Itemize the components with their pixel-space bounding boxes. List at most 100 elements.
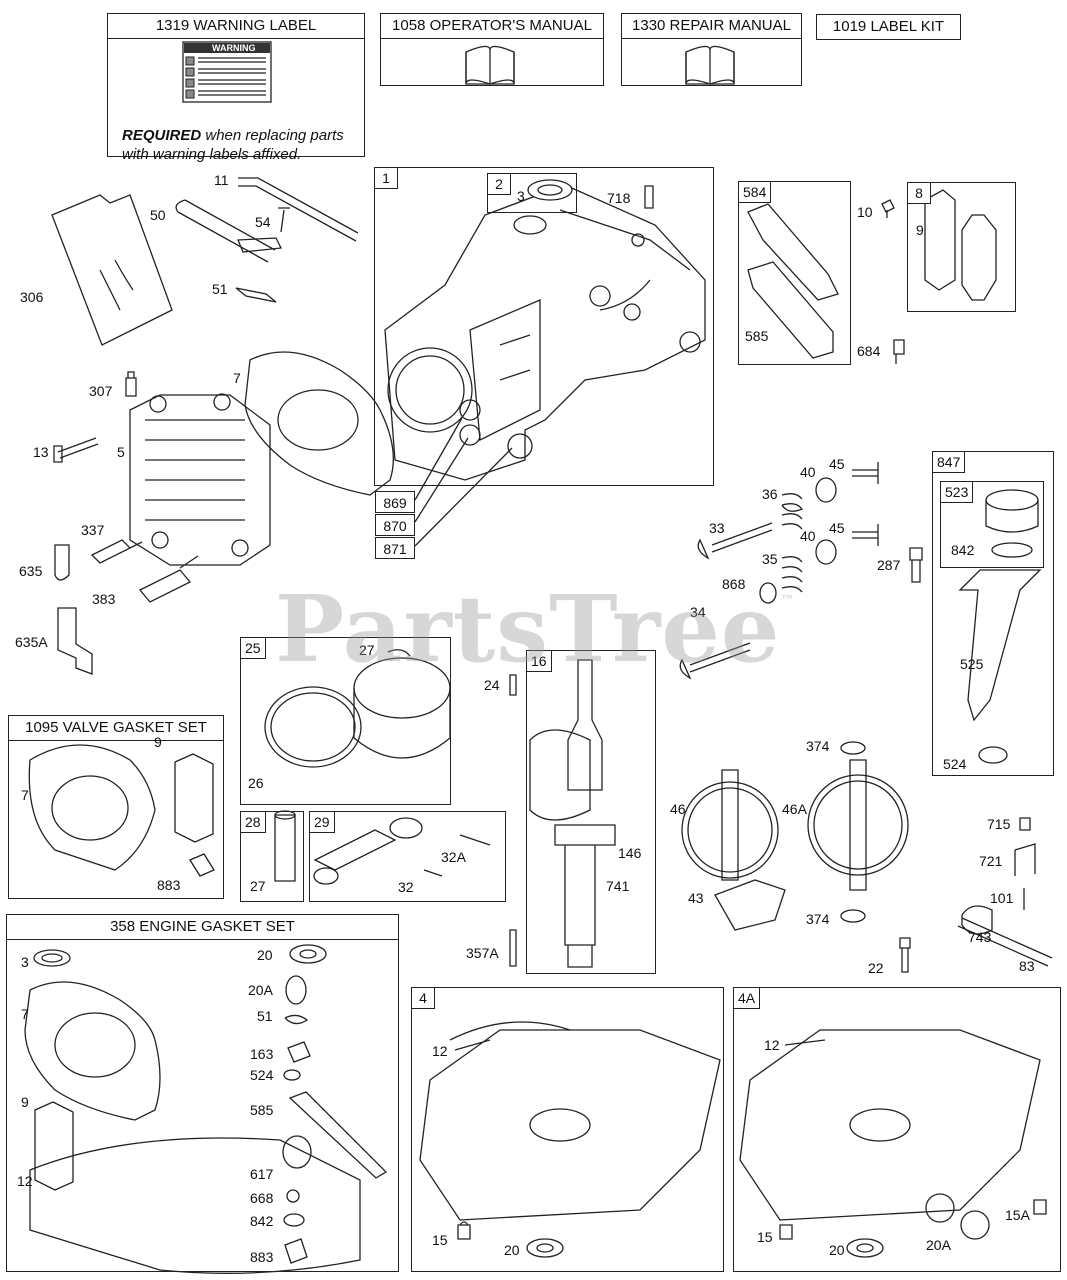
- part-label-13: 13: [33, 444, 49, 460]
- sump4a-label-20a: 20A: [926, 1237, 951, 1253]
- part-label-46a: 46A: [782, 801, 807, 817]
- part-label-9-valve-set: 9: [154, 734, 162, 750]
- sump4-label-15: 15: [432, 1232, 448, 1248]
- warning-required-note: REQUIRED when replacing parts with warni…: [122, 126, 362, 164]
- part-label-33: 33: [709, 520, 725, 536]
- crankshaft-16-tag: 16: [526, 650, 552, 672]
- sump-4a-box: 4A: [733, 987, 1061, 1272]
- part-label-715: 715: [987, 816, 1011, 832]
- part-label-46: 46: [670, 801, 686, 817]
- part-label-383: 383: [92, 591, 116, 607]
- warning-sticker-image: [182, 41, 272, 103]
- part-label-101: 101: [990, 890, 1014, 906]
- sump-4-tag: 4: [411, 987, 435, 1009]
- part-label-306: 306: [20, 289, 44, 305]
- egs-label-585: 585: [250, 1102, 274, 1118]
- piston-25-tag: 25: [240, 637, 266, 659]
- egs-label-524: 524: [250, 1067, 274, 1083]
- egs-label-617: 617: [250, 1166, 274, 1182]
- egs-label-7: 7: [21, 1006, 29, 1022]
- part-label-718: 718: [607, 190, 631, 206]
- rod-29-tag: 29: [309, 811, 335, 833]
- manual-book-icon: [465, 45, 515, 85]
- parts-tree-watermark: PartsTree™: [275, 575, 795, 683]
- repair-manual-title: 1330 REPAIR MANUAL: [622, 14, 801, 39]
- repair-manual-box: 1330 REPAIR MANUAL: [621, 13, 802, 86]
- part-label-721: 721: [979, 853, 1003, 869]
- part-label-45-lower: 45: [829, 520, 845, 536]
- part-label-525: 525: [960, 656, 984, 672]
- valve-gasket-set-box: 1095 VALVE GASKET SET: [8, 715, 224, 899]
- part-label-50: 50: [150, 207, 166, 223]
- part-label-3-seal: 3: [517, 188, 525, 204]
- part-label-11: 11: [214, 172, 229, 188]
- part-label-40-lower: 40: [800, 528, 816, 544]
- breather-8-tag: 8: [907, 182, 931, 204]
- label-kit-title: 1019 LABEL KIT: [832, 18, 945, 35]
- dipstick-847-tag: 847: [932, 451, 966, 473]
- part-label-524-dipstick: 524: [943, 756, 967, 772]
- callout-869: 869: [375, 491, 415, 513]
- operator-manual-box: 1058 OPERATOR'S MANUAL: [380, 13, 604, 86]
- part-label-337: 337: [81, 522, 105, 538]
- part-label-51: 51: [212, 281, 228, 297]
- manual-book-icon: [685, 45, 735, 85]
- watermark-text: PartsTree: [275, 575, 781, 683]
- egs-label-3: 3: [21, 954, 29, 970]
- egs-label-20: 20: [257, 947, 273, 963]
- part-label-374-upper: 374: [806, 738, 830, 754]
- egs-label-842: 842: [250, 1213, 274, 1229]
- operator-manual-title: 1058 OPERATOR'S MANUAL: [381, 14, 603, 39]
- part-label-684: 684: [857, 343, 881, 359]
- part-label-24: 24: [484, 677, 500, 693]
- gasket-584-box: 584: [738, 181, 851, 365]
- part-label-868: 868: [722, 576, 746, 592]
- sump4a-label-20: 20: [829, 1242, 845, 1258]
- part-label-842-dipstick: 842: [951, 542, 975, 558]
- dipstick-523-box: 523: [940, 481, 1044, 568]
- part-label-22: 22: [868, 960, 884, 976]
- egs-label-51: 51: [257, 1008, 273, 1024]
- warning-sticker-heading: WARNING: [212, 43, 256, 53]
- pin-28-tag: 28: [240, 811, 266, 833]
- watermark-tm: ™: [780, 593, 796, 609]
- crankcase-group-tag: 1: [374, 167, 398, 189]
- rod-29-box: 29: [309, 811, 506, 902]
- part-label-374-lower: 374: [806, 911, 830, 927]
- gasket-584-tag: 584: [738, 181, 772, 203]
- sump-4-box: 4: [411, 987, 724, 1272]
- part-label-7-valve-set: 7: [21, 787, 29, 803]
- egs-label-883: 883: [250, 1249, 274, 1265]
- breather-8-box: 8: [907, 182, 1016, 312]
- part-label-743: 743: [968, 929, 992, 945]
- sump4-label-20: 20: [504, 1242, 520, 1258]
- sump4a-label-15a: 15A: [1005, 1207, 1030, 1223]
- warning-label-title: 1319 WARNING LABEL: [108, 14, 364, 39]
- part-label-35: 35: [762, 551, 778, 567]
- callout-871: 871: [375, 537, 415, 559]
- part-label-27-pin: 27: [250, 878, 266, 894]
- part-label-27-piston: 27: [359, 642, 375, 658]
- dipstick-847-box: 847: [932, 451, 1054, 776]
- part-label-146: 146: [618, 845, 642, 861]
- part-label-9-breather: 9: [916, 222, 924, 238]
- part-label-7-head-gasket: 7: [233, 370, 241, 386]
- required-text: REQUIRED: [122, 127, 202, 144]
- required-note-rest: when replacing parts with warning labels…: [122, 127, 344, 163]
- part-label-83: 83: [1019, 958, 1035, 974]
- piston-25-box: 25: [240, 637, 451, 805]
- pin-28-box: 28: [240, 811, 304, 902]
- part-label-32: 32: [398, 879, 414, 895]
- valve-gasket-set-title: 1095 VALVE GASKET SET: [9, 716, 223, 741]
- egs-label-163: 163: [250, 1046, 274, 1062]
- engine-gasket-set-box: 358 ENGINE GASKET SET: [6, 914, 399, 1272]
- sump4a-label-15: 15: [757, 1229, 773, 1245]
- engine-gasket-set-title: 358 ENGINE GASKET SET: [7, 915, 398, 940]
- egs-label-668: 668: [250, 1190, 274, 1206]
- crankshaft-16-box: 16: [526, 650, 656, 974]
- part-label-307: 307: [89, 383, 113, 399]
- part-label-635a: 635A: [15, 634, 48, 650]
- sump4a-label-12: 12: [764, 1037, 780, 1053]
- part-label-40-upper: 40: [800, 464, 816, 480]
